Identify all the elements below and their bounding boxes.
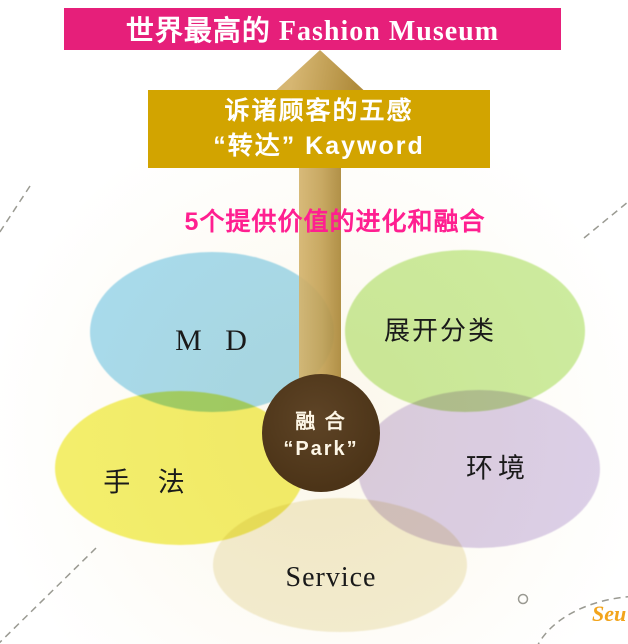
petal-label-service: Service: [285, 562, 377, 593]
petal-label-category: 展开分类: [383, 315, 497, 346]
guide-dot-icon: [517, 593, 529, 605]
gold-banner-line2: “转达” Kayword: [213, 132, 425, 160]
center-node: 融 合 “Park”: [262, 374, 380, 492]
center-node-line2: “Park”: [283, 438, 359, 460]
petal-category: [345, 250, 585, 412]
gold-banner-line1: 诉诸顾客的五感: [224, 97, 414, 125]
gold-banner: 诉诸顾客的五感 “转达” Kayword: [148, 90, 490, 168]
title-banner: 世界最高的 Fashion Museum: [64, 8, 561, 50]
petal-label-environment: 环境: [466, 453, 530, 484]
title-text: 世界最高的 Fashion Museum: [125, 16, 500, 47]
subtitle-text: 5个提供价值的进化和融合: [184, 208, 486, 236]
petal-service: [213, 498, 467, 632]
petal-label-method: 手 法: [103, 467, 195, 498]
corner-clipped-text: Seu: [592, 601, 627, 626]
petal-label-md: M D: [175, 324, 255, 357]
center-node-line1: 融 合: [295, 411, 347, 433]
